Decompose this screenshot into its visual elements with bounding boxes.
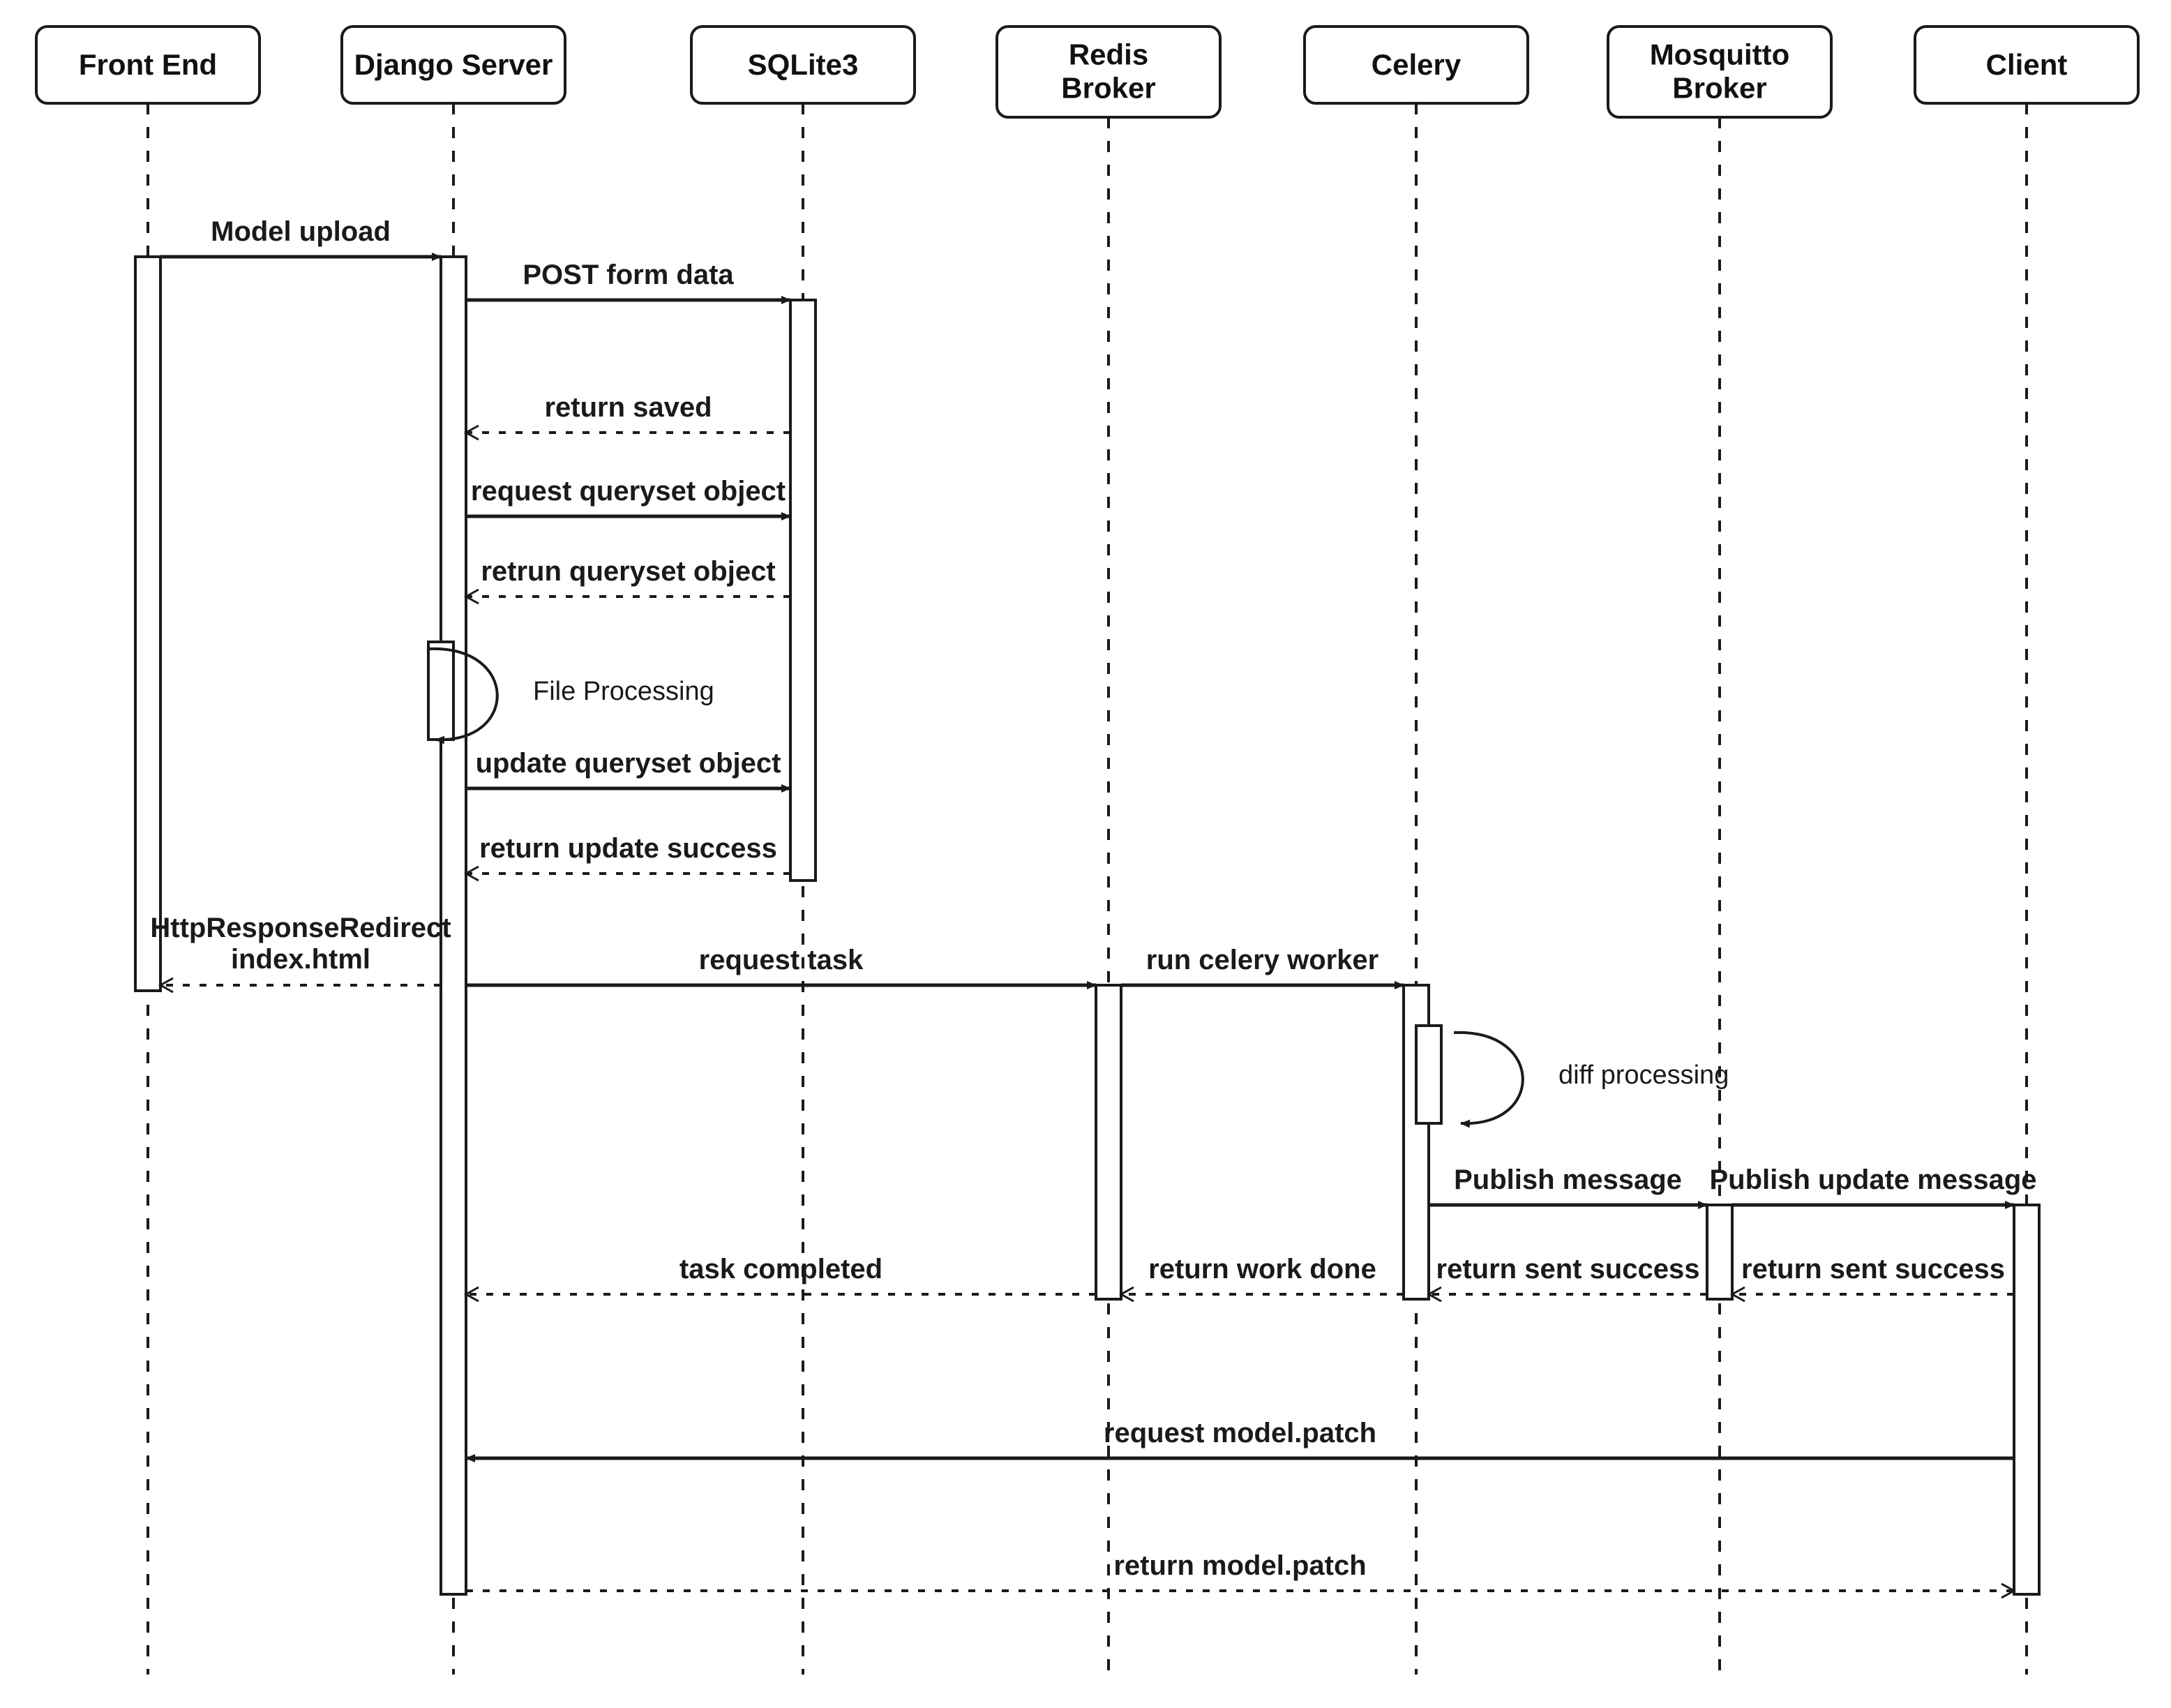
self-message-m6: [428, 647, 499, 744]
activation-a-django: [440, 255, 467, 1596]
participant-label-client: Client: [1985, 47, 2068, 81]
message-label-m1: Model upload: [211, 216, 391, 247]
activation-a-sqlite: [789, 299, 817, 882]
participant-label-redis: Redis Broker: [1061, 38, 1156, 105]
activation-a-redis: [1095, 984, 1122, 1301]
participant-label-sqlite: SQLite3: [747, 47, 859, 81]
message-label-m10: request task: [698, 945, 864, 975]
participant-label-frontend: Front End: [78, 47, 218, 81]
message-label-m19: request model.patch: [1103, 1418, 1377, 1448]
message-label-m2: POST form data: [523, 260, 734, 290]
message-label-m7: update queryset object: [475, 748, 781, 779]
participant-box-celery: [1303, 25, 1529, 105]
message-label-m15: task completed: [679, 1254, 883, 1284]
message-label-m12: diff processing: [1558, 1061, 1729, 1090]
message-label-m3: return saved: [544, 392, 712, 423]
participant-box-frontend: [35, 25, 261, 105]
participant-label-django: Django Server: [354, 47, 553, 81]
activation-a-frontend: [134, 255, 162, 992]
self-message-m12: [1453, 1031, 1524, 1128]
message-label-m16: return work done: [1148, 1254, 1376, 1284]
activation-a-mosquitto: [1706, 1204, 1734, 1301]
message-label-m11: run celery worker: [1145, 945, 1379, 975]
message-label-m4: request queryset object: [470, 476, 786, 507]
message-label-m6: File Processing: [533, 677, 714, 706]
message-label-m14: Publish update message: [1709, 1164, 2037, 1195]
participant-box-client: [1914, 25, 2140, 105]
message-label-m9: HttpResponseRedirect index.html: [150, 913, 451, 975]
message-label-m17: return sent success: [1436, 1254, 1700, 1284]
message-label-m20: return model.patch: [1113, 1550, 1367, 1581]
message-label-m18: return sent success: [1741, 1254, 2005, 1284]
message-label-m5: retrun queryset object: [481, 556, 776, 587]
message-label-m8: return update success: [479, 833, 777, 864]
participant-box-mosquitto: [1607, 25, 1833, 119]
participant-label-celery: Celery: [1371, 47, 1462, 81]
activation-a-django-2: [427, 640, 455, 741]
participant-box-sqlite: [690, 25, 916, 105]
participant-label-mosquitto: Mosquitto Broker: [1649, 38, 1790, 105]
participant-box-django: [340, 25, 566, 105]
message-label-m13: Publish message: [1454, 1164, 1682, 1195]
activation-a-client: [2013, 1204, 2041, 1596]
participant-box-redis: [996, 25, 1222, 119]
activation-a-celery-2: [1415, 1024, 1443, 1125]
